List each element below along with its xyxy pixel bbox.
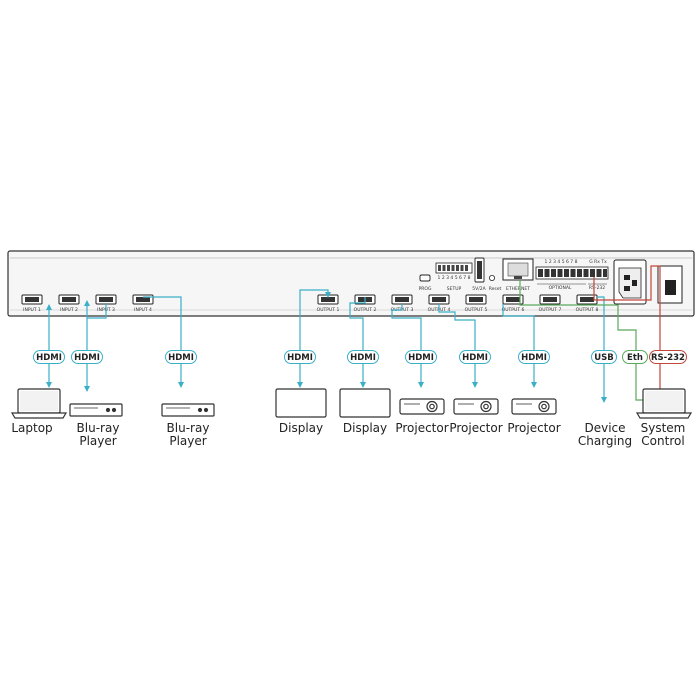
- label-system-control: System Control: [640, 421, 686, 448]
- hdmi-tag-projector-1: HDMI: [405, 350, 437, 364]
- output-port-1[interactable]: OUTPUT 1: [317, 294, 340, 313]
- label-laptop: Laptop: [11, 421, 53, 435]
- rs232-pins: G Rx Tx: [589, 259, 607, 265]
- eth-tag: Eth: [622, 350, 648, 364]
- projector-icon-1: [399, 398, 445, 415]
- output-port-7-label: OUTPUT 7: [539, 307, 562, 313]
- output-port-6[interactable]: OUTPUT 6: [502, 294, 525, 313]
- label-projector-2: Projector: [449, 421, 503, 435]
- hdmi-tag-bluray-1: HDMI: [71, 350, 103, 364]
- projector-icon-3: [511, 398, 557, 415]
- output-port-5-label: OUTPUT 5: [465, 307, 488, 313]
- display-icon-2: [339, 388, 391, 418]
- input-port-1-label: INPUT 1: [23, 307, 41, 313]
- label-bluray-2: Blu-ray Player: [166, 421, 210, 448]
- label-projector-3: Projector: [507, 421, 561, 435]
- label-device-charging: Device Charging: [577, 421, 633, 448]
- output-port-6-label: OUTPUT 6: [502, 307, 525, 313]
- gpio-numbers: 1 2 3 4 5 6 7 8: [545, 259, 578, 265]
- setup-dip-switch[interactable]: 1 2 3 4 5 6 7 8 SETUP: [435, 262, 473, 292]
- ethernet-label: ETHERNET: [506, 286, 530, 292]
- rs232-port-label: RS-232: [589, 285, 605, 291]
- label-projector-1: Projector: [395, 421, 449, 435]
- reset-label: Reset: [489, 286, 502, 292]
- display-icon-1: [275, 388, 327, 418]
- ethernet-port[interactable]: ETHERNET: [502, 258, 534, 292]
- power-switch[interactable]: [657, 265, 683, 304]
- label-bluray-1: Blu-ray Player: [76, 421, 120, 448]
- input-port-2-label: INPUT 2: [60, 307, 78, 313]
- output-port-8[interactable]: OUTPUT 8: [576, 294, 599, 313]
- hdmi-tag-projector-3: HDMI: [518, 350, 550, 364]
- input-port-4[interactable]: INPUT 4: [132, 294, 154, 313]
- hdmi-tag-laptop: HDMI: [33, 350, 65, 364]
- output-port-1-label: OUTPUT 1: [317, 307, 340, 313]
- hdmi-tag-bluray-2: HDMI: [165, 350, 197, 364]
- power-inlet[interactable]: [613, 259, 647, 305]
- output-port-7[interactable]: OUTPUT 7: [539, 294, 562, 313]
- terminal-block[interactable]: 1 2 3 4 5 6 7 8 G Rx Tx OPTIONAL RS-232: [535, 259, 609, 291]
- bluray-player-icon-2: [161, 403, 215, 417]
- input-port-4-label: INPUT 4: [134, 307, 152, 313]
- output-port-8-label: OUTPUT 8: [576, 307, 599, 313]
- reset-button[interactable]: Reset: [489, 274, 502, 292]
- usb-power-port[interactable]: 5V/2A: [472, 257, 487, 292]
- hdmi-tag-display-2: HDMI: [347, 350, 379, 364]
- label-display-1: Display: [278, 421, 324, 435]
- bluray-player-icon-1: [69, 403, 123, 417]
- output-port-2-label: OUTPUT 2: [354, 307, 377, 313]
- hdmi-tag-projector-2: HDMI: [459, 350, 491, 364]
- setup-numbers: 1 2 3 4 5 6 7 8: [438, 275, 471, 281]
- hdmi-tag-display-1: HDMI: [284, 350, 316, 364]
- optional-label: OPTIONAL: [549, 285, 572, 291]
- ethernet-cable: [519, 280, 648, 401]
- setup-label: SETUP: [447, 286, 462, 292]
- output-port-5[interactable]: OUTPUT 5: [465, 294, 488, 313]
- laptop-icon: [10, 388, 68, 419]
- input-port-1[interactable]: INPUT 1: [21, 294, 43, 313]
- input-port-2[interactable]: INPUT 2: [58, 294, 80, 313]
- rs232-tag: RS-232: [649, 350, 687, 364]
- label-display-2: Display: [342, 421, 388, 435]
- usb-tag: USB: [591, 350, 617, 364]
- usb-power-label: 5V/2A: [472, 286, 486, 292]
- prog-port[interactable]: PROG: [419, 274, 432, 292]
- control-laptop-icon: [635, 388, 693, 419]
- prog-label: PROG: [419, 286, 432, 292]
- projector-icon-2: [453, 398, 499, 415]
